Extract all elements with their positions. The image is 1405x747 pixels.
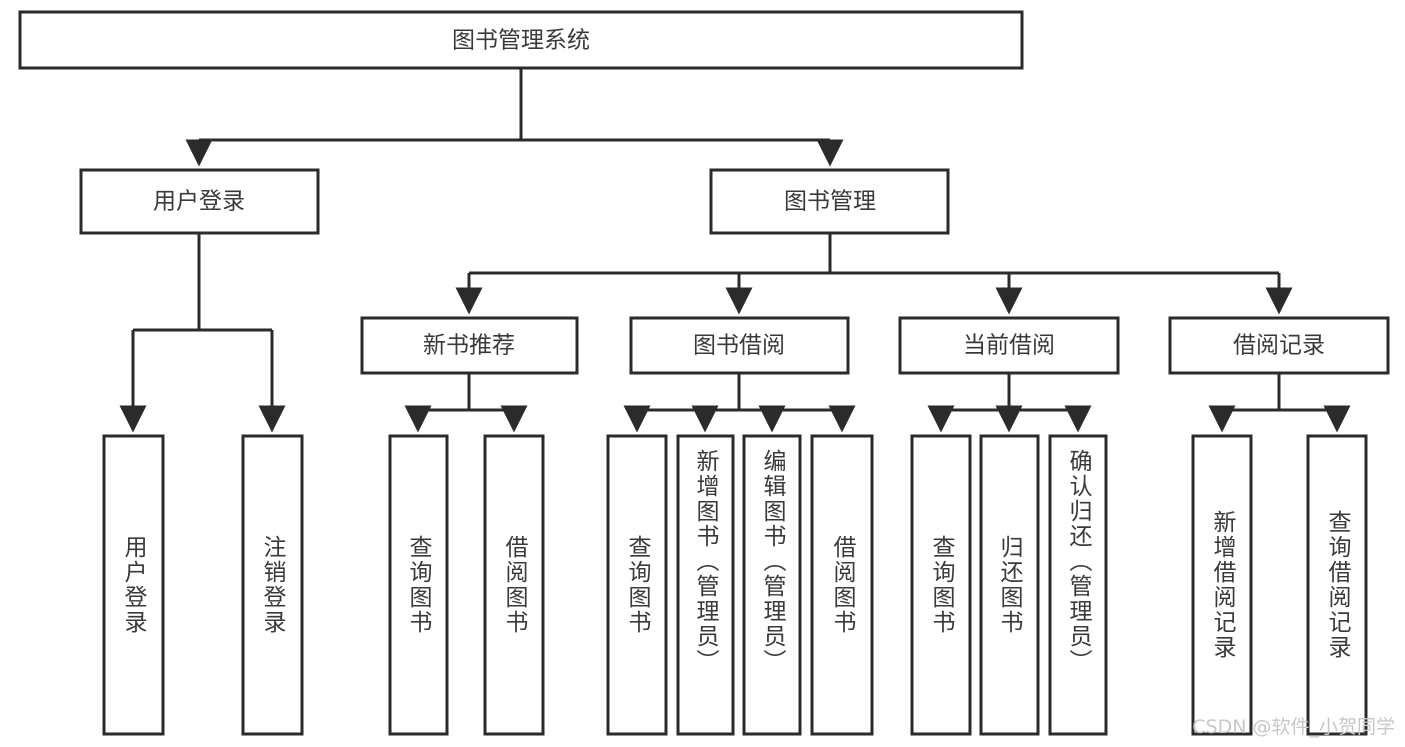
node-book-borrow[interactable]: 图书借阅: [629, 316, 850, 375]
node-user-login[interactable]: 用户登录: [79, 168, 320, 235]
node-book-management-box[interactable]: [709, 168, 950, 235]
node-leaf-borrow-book-2-box[interactable]: [810, 434, 874, 736]
node-user-login-label: 用户登录: [153, 189, 245, 215]
node-leaf-borrow-book-1[interactable]: 借阅图书: [483, 434, 545, 736]
node-leaf-query-book-2[interactable]: 查询图书: [606, 434, 668, 736]
node-leaf-logout-box[interactable]: [241, 434, 304, 736]
node-current-borrow[interactable]: 当前借阅: [898, 316, 1120, 375]
node-new-book-recommend-box[interactable]: [360, 316, 579, 375]
node-leaf-query-book-1-box[interactable]: [388, 434, 449, 736]
node-leaf-user-login-box[interactable]: [102, 434, 165, 736]
connector-group-book-management: [455, 233, 1293, 315]
node-leaf-query-book-2-box[interactable]: [606, 434, 668, 736]
node-leaf-return-book-box[interactable]: [979, 434, 1040, 736]
node-leaf-borrow-book-2[interactable]: 借阅图书: [810, 434, 874, 736]
node-leaf-query-book-1-label: 查询图书: [405, 535, 433, 635]
node-leaf-return-book[interactable]: 归还图书: [979, 434, 1040, 736]
node-leaf-confirm-return[interactable]: 确认归还（管理员）: [1048, 434, 1108, 736]
node-leaf-user-login-label: 用户登录: [120, 535, 148, 635]
node-root-label: 图书管理系统: [452, 28, 590, 54]
node-leaf-borrow-book-1-label: 借阅图书: [501, 535, 529, 635]
node-leaf-query-book-2-label: 查询图书: [624, 535, 652, 635]
connector-group-root: [185, 68, 844, 167]
node-leaf-query-book-3-box[interactable]: [910, 434, 972, 736]
node-new-book-recommend-label: 新书推荐: [423, 333, 515, 359]
node-leaf-logout[interactable]: 注销登录: [241, 434, 304, 736]
node-leaf-confirm-return-label: 确认归还（管理员）: [1065, 449, 1093, 674]
node-leaf-add-record-box[interactable]: [1191, 434, 1253, 736]
node-root[interactable]: 图书管理系统: [18, 10, 1024, 70]
node-leaf-edit-book-label: 编辑图书（管理员）: [759, 449, 787, 674]
node-user-login-box[interactable]: [79, 168, 320, 235]
node-book-borrow-label: 图书借阅: [693, 333, 785, 359]
node-book-management-label: 图书管理: [784, 189, 876, 215]
connector-group-new-book-recommend: [404, 373, 528, 433]
node-leaf-confirm-return-box[interactable]: [1048, 434, 1108, 736]
node-current-borrow-label: 当前借阅: [963, 333, 1055, 359]
node-leaf-query-book-3-label: 查询图书: [928, 535, 956, 635]
node-leaf-add-book-box[interactable]: [676, 434, 735, 736]
node-leaf-query-book-3[interactable]: 查询图书: [910, 434, 972, 736]
node-leaf-add-record-label: 新增借阅记录: [1209, 510, 1237, 660]
node-leaf-add-book[interactable]: 新增图书（管理员）: [676, 434, 735, 736]
node-book-borrow-box[interactable]: [629, 316, 850, 375]
node-leaf-add-record[interactable]: 新增借阅记录: [1191, 434, 1253, 736]
node-leaf-add-book-label: 新增图书（管理员）: [692, 449, 720, 674]
node-root-box[interactable]: [18, 10, 1024, 70]
node-leaf-edit-book-box[interactable]: [742, 434, 802, 736]
node-leaf-borrow-book-2-label: 借阅图书: [829, 535, 857, 635]
node-book-management[interactable]: 图书管理: [709, 168, 950, 235]
node-leaf-query-book-1[interactable]: 查询图书: [388, 434, 449, 736]
node-borrow-record[interactable]: 借阅记录: [1168, 316, 1390, 375]
connector-group-book-borrow: [623, 373, 856, 433]
node-leaf-user-login[interactable]: 用户登录: [102, 434, 165, 736]
node-new-book-recommend[interactable]: 新书推荐: [360, 316, 579, 375]
node-leaf-logout-label: 注销登录: [259, 535, 287, 635]
node-leaf-borrow-book-1-box[interactable]: [483, 434, 545, 736]
node-current-borrow-box[interactable]: [898, 316, 1120, 375]
node-borrow-record-box[interactable]: [1168, 316, 1390, 375]
node-leaf-edit-book[interactable]: 编辑图书（管理员）: [742, 434, 802, 736]
node-leaf-return-book-label: 归还图书: [996, 535, 1024, 635]
connector-group-user-login: [119, 233, 286, 433]
node-leaf-query-record-box[interactable]: [1306, 434, 1368, 736]
connector-group-borrow-record: [1208, 373, 1351, 433]
node-leaf-query-record[interactable]: 查询借阅记录: [1306, 434, 1368, 736]
node-leaf-query-record-label: 查询借阅记录: [1324, 510, 1352, 660]
node-borrow-record-label: 借阅记录: [1233, 333, 1325, 359]
connector-group-current-borrow: [927, 373, 1092, 433]
